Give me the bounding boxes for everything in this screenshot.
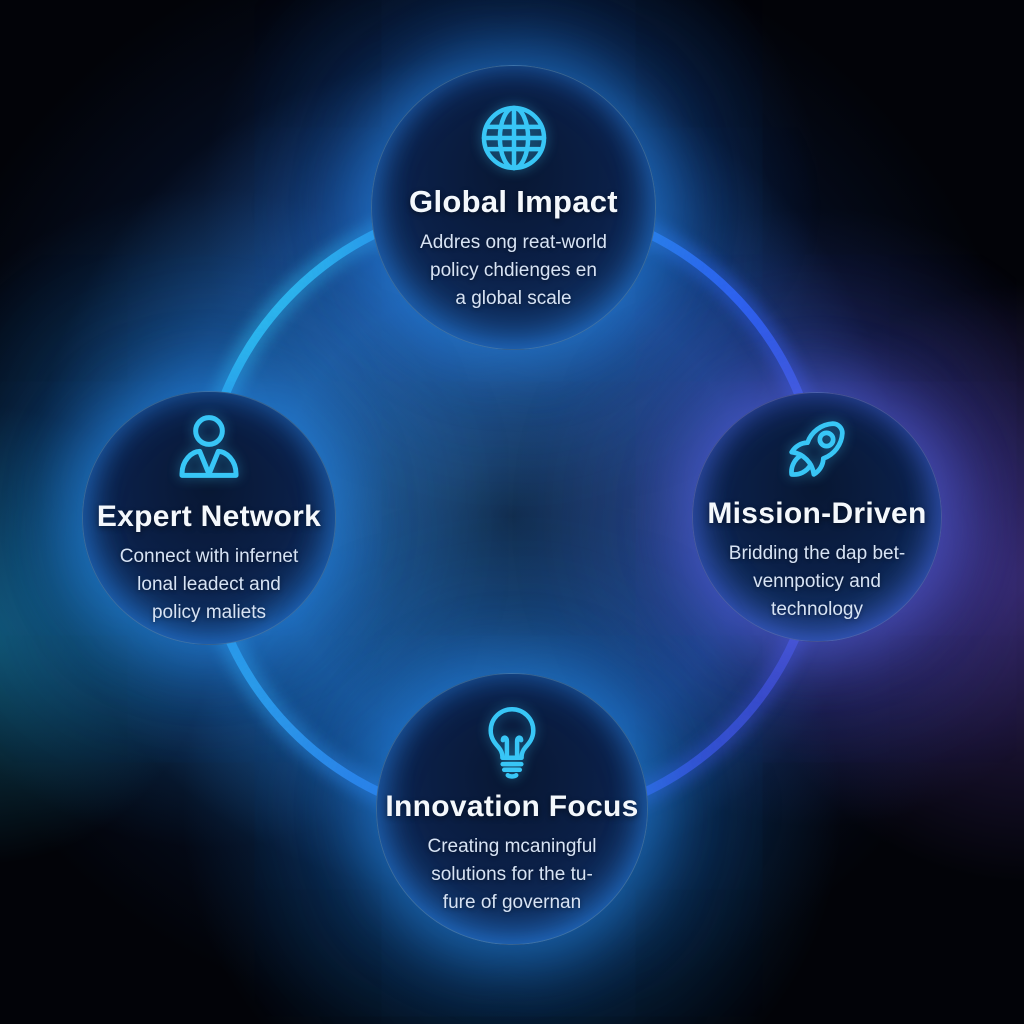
node-mission-driven: Mission-Driven Bridding the dap bet- ven…	[692, 392, 942, 642]
node-innovation-focus: Innovation Focus Creating mcaningful sol…	[376, 673, 648, 945]
node-description-line: lonal leadect and	[137, 573, 281, 595]
node-description-line: technology	[771, 598, 863, 620]
node-description-line: Connect with infernet	[119, 545, 299, 567]
node-description-line: solutions for the tu-	[431, 863, 593, 885]
node-description: Connect with infernet lonal leadect and …	[120, 543, 299, 627]
node-expert-network: Expert Network Connect with infernet lon…	[82, 391, 336, 645]
node-description-line: policy maliets	[151, 601, 267, 623]
node-description-line: a global scale	[455, 288, 572, 309]
node-title: Expert Network	[96, 499, 322, 533]
globe-icon	[478, 102, 550, 174]
node-description: Creating mcaningful solutions for the tu…	[428, 833, 597, 917]
node-description-line: Bridding the dap bet-	[728, 542, 906, 564]
node-description: Bridding the dap bet- vennpoticy and tec…	[729, 540, 905, 624]
node-description-line: fure of governan	[442, 891, 582, 913]
person-icon	[169, 410, 249, 490]
node-description-line: Addres ong reat-world	[420, 232, 607, 253]
node-global-impact: Global Impact Addres ong reat-world poli…	[371, 65, 656, 350]
node-title: Mission-Driven	[707, 496, 927, 530]
lightbulb-icon	[476, 702, 548, 780]
node-description-line: vennpoticy and	[753, 570, 881, 592]
node-title: Innovation Focus	[385, 789, 639, 823]
node-description: Addres ong reat-world policy chdienges e…	[420, 229, 607, 313]
node-title: Global Impact	[409, 184, 618, 219]
rocket-icon	[779, 411, 855, 487]
node-description-line: Creating mcaningful	[427, 835, 597, 857]
node-description-line: policy chdienges en	[430, 260, 597, 281]
